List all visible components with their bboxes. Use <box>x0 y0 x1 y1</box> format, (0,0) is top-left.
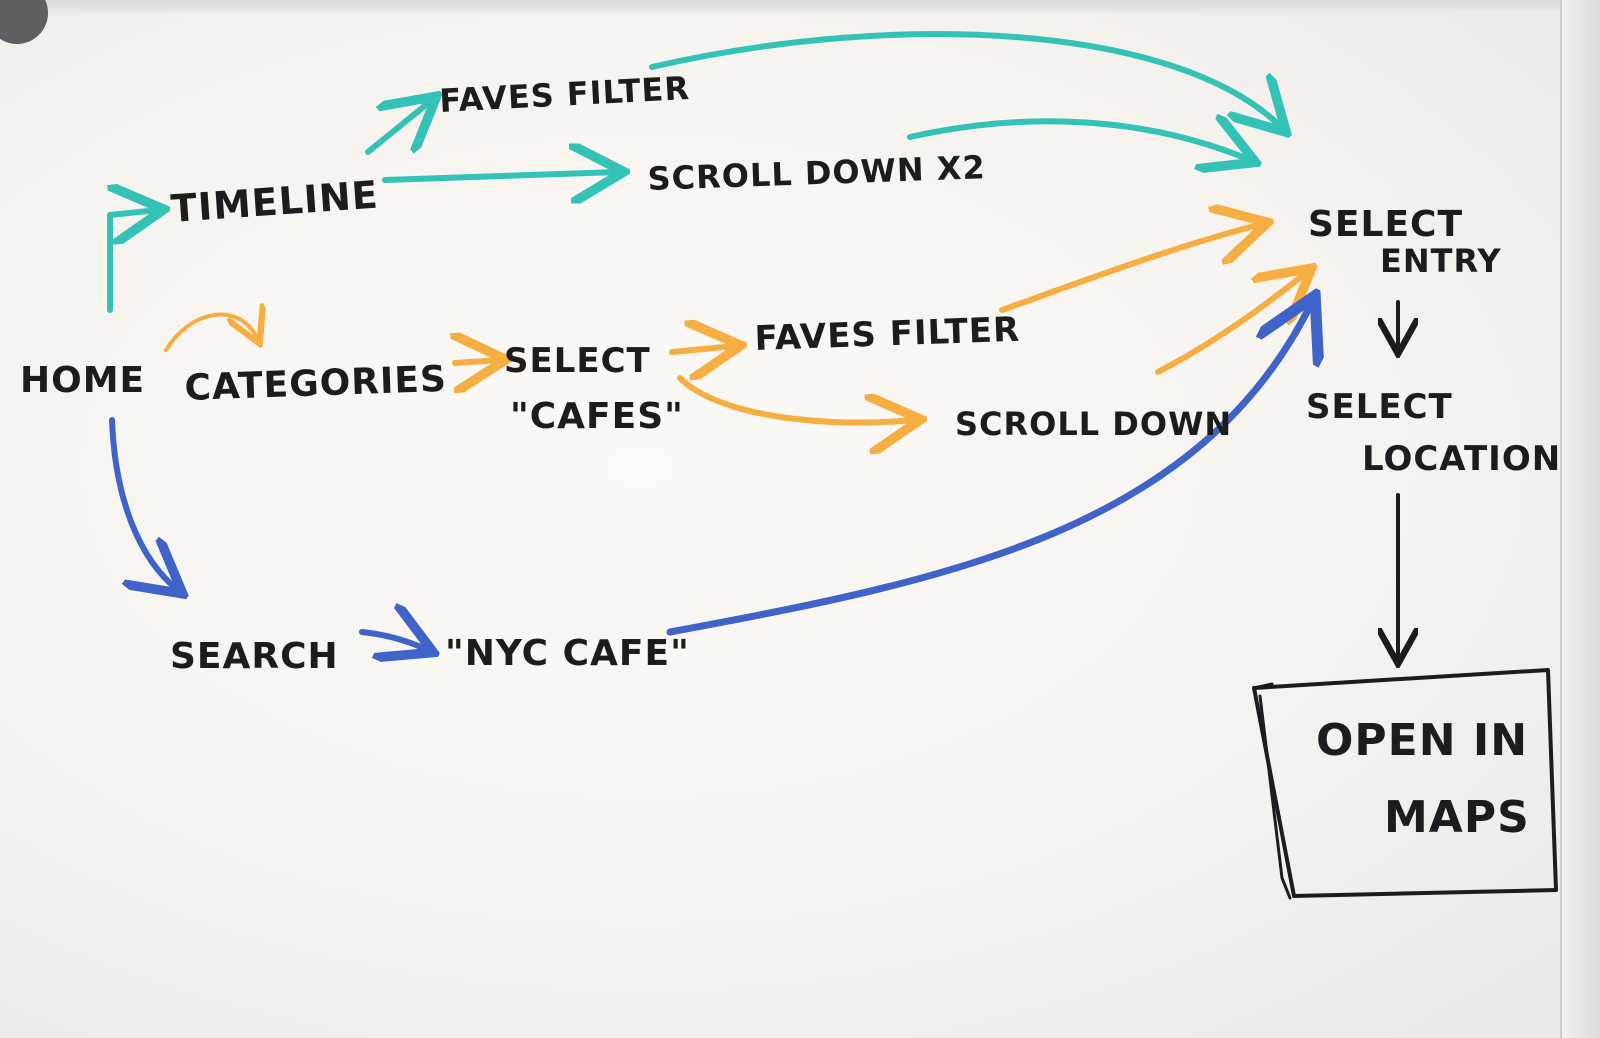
edge-select-cafes-scroll-down <box>677 375 915 423</box>
edge-select-cafes-faves-filter <box>669 346 735 352</box>
node-categories: CATEGORIES <box>184 359 448 409</box>
node-nyc-cafe: "NYC CAFE" <box>445 633 690 674</box>
edge-search-nyc-cafe <box>359 632 428 650</box>
edge-faves-filter-select-entry-orange <box>999 224 1262 313</box>
edge-categories-select-cafes <box>455 360 500 363</box>
node-select-entry-line2: ENTRY <box>1380 242 1502 280</box>
edge-timeline-faves-filter <box>365 100 432 155</box>
edge-scroll-down-select-entry <box>1155 272 1307 375</box>
open-in-maps-box <box>1252 668 1558 900</box>
node-scroll-down: SCROLL DOWN <box>955 405 1232 443</box>
edge-home-search <box>109 417 178 590</box>
node-select-cafes-line2: "CAFES" <box>510 396 684 437</box>
edge-scroll-down-x2-select-entry <box>907 121 1250 160</box>
node-timeline: TIMELINE <box>170 173 381 231</box>
node-faves-filter-mid: FAVES FILTER <box>754 310 1021 359</box>
edge-faves-filter-select-entry <box>649 31 1282 128</box>
whiteboard-frame-top <box>0 0 1600 14</box>
node-scroll-down-x2: SCROLL DOWN X2 <box>647 148 986 198</box>
node-select-location-line1: SELECT <box>1306 387 1453 427</box>
edge-timeline-scroll-down-x2 <box>382 172 618 180</box>
node-open-in-maps-line1: OPEN IN <box>1316 715 1528 766</box>
node-open-in-maps-line2: MAPS <box>1384 792 1530 843</box>
node-faves-filter-top: FAVES FILTER <box>438 69 690 120</box>
edge-home-categories <box>164 315 258 352</box>
whiteboard-frame-right <box>1560 0 1600 1038</box>
node-search: SEARCH <box>170 636 339 677</box>
node-select-cafes-line1: SELECT <box>504 341 651 381</box>
node-select-entry-line1: SELECT <box>1308 204 1463 245</box>
edge-home-timeline <box>107 210 158 313</box>
node-home: HOME <box>20 360 145 401</box>
edge-nyc-cafe-select-entry <box>666 302 1312 636</box>
node-select-location-line2: LOCATION <box>1362 439 1561 479</box>
